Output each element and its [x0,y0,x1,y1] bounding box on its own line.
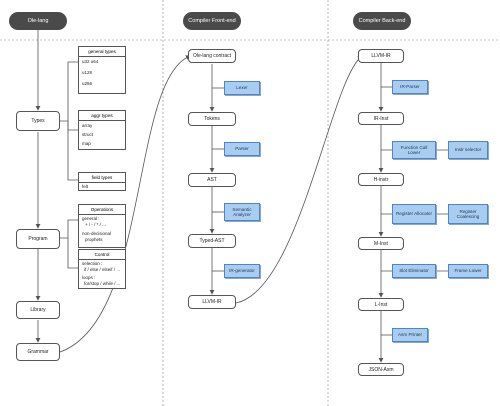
panel-title: field types [79,173,125,183]
operations-line: + / - / * / ... [85,222,106,227]
lane-header-frontend: Compiler Front-end [183,12,241,30]
pass-register-allocator[interactable]: Register Allocator [392,204,436,224]
type-item: u128 [82,70,93,75]
type-item: u32 u64 [82,59,99,64]
control-line: if / else / elseif / ... [84,267,121,272]
node-tokens[interactable]: Tokens [188,112,236,126]
type-item: array [82,123,93,128]
operations-line: non-decisional [82,231,112,236]
pass-slot-eliminator[interactable]: Slot Eliminator [392,264,436,278]
lane-header-backend: Compiler Back-end [353,12,411,30]
panel-field-types: field types felt [78,172,126,191]
pass-function-call-lower[interactable]: Function Call Lower [392,141,436,159]
node-l-inst[interactable]: L-Inst [358,298,404,311]
panel-title: Operations [79,205,125,215]
node-h-instr[interactable]: H-instr [358,173,404,186]
pass-parser[interactable]: Parser [224,142,260,156]
node-backend-llvm-ir[interactable]: LLVM-IR [358,49,404,63]
pass-semantic-analyzer[interactable]: Semantic Analyzer [224,203,260,221]
type-item: map [82,141,91,146]
panel-title: Control [79,250,125,260]
node-json-asm[interactable]: JSON-Asm [358,363,404,376]
operations-line: general : [82,216,100,221]
node-ir-inst[interactable]: IR-Inst [358,112,404,125]
pass-asm-printer[interactable]: Asm Printer [392,328,428,342]
node-frontend-llvm-ir[interactable]: LLVM-IR [188,295,236,309]
node-grammar[interactable]: Grammar [16,343,60,361]
arrows [35,29,448,363]
pass-frame-lower[interactable]: Frame Lower [448,264,488,278]
control-line: loops : [82,275,96,280]
pass-ir-parser[interactable]: IR-Parser [392,80,428,94]
pass-register-coalescing[interactable]: Register Coalescing [448,204,488,224]
lane-header-ole-lang: Ole-lang [9,12,67,30]
panel-control: Control selection : if / else / elseif /… [78,249,126,289]
node-program[interactable]: Program [16,229,60,249]
operations-line: prophets [85,237,103,242]
panel-title: general types [79,47,125,57]
panel-aggr-types: aggr types array struct map [78,110,126,150]
pass-ir-generator[interactable]: IR-generator [224,264,260,278]
pass-instr-selector[interactable]: Instr selector [448,141,488,159]
type-item: u256 [82,81,93,86]
node-ole-lang-contract[interactable]: Ole-lang contract [188,49,236,63]
node-ast[interactable]: AST [188,173,236,187]
type-item: felt [82,184,89,189]
panel-general-types: general types u32 u64 u128 u256 [78,46,126,94]
pass-lexer[interactable]: Lexer [224,81,260,95]
type-item: struct [82,132,94,137]
control-line: selection : [82,261,103,266]
panel-title: aggr types [79,111,125,121]
panel-operations: Operations general : + / - / * / ... non… [78,204,126,248]
node-m-inst[interactable]: M-Inst [358,237,404,250]
node-library[interactable]: Library [16,301,60,319]
node-types[interactable]: Types [16,111,60,131]
control-line: for/stop / while / ... [84,281,121,286]
node-typed-ast[interactable]: Typed-AST [188,234,236,248]
